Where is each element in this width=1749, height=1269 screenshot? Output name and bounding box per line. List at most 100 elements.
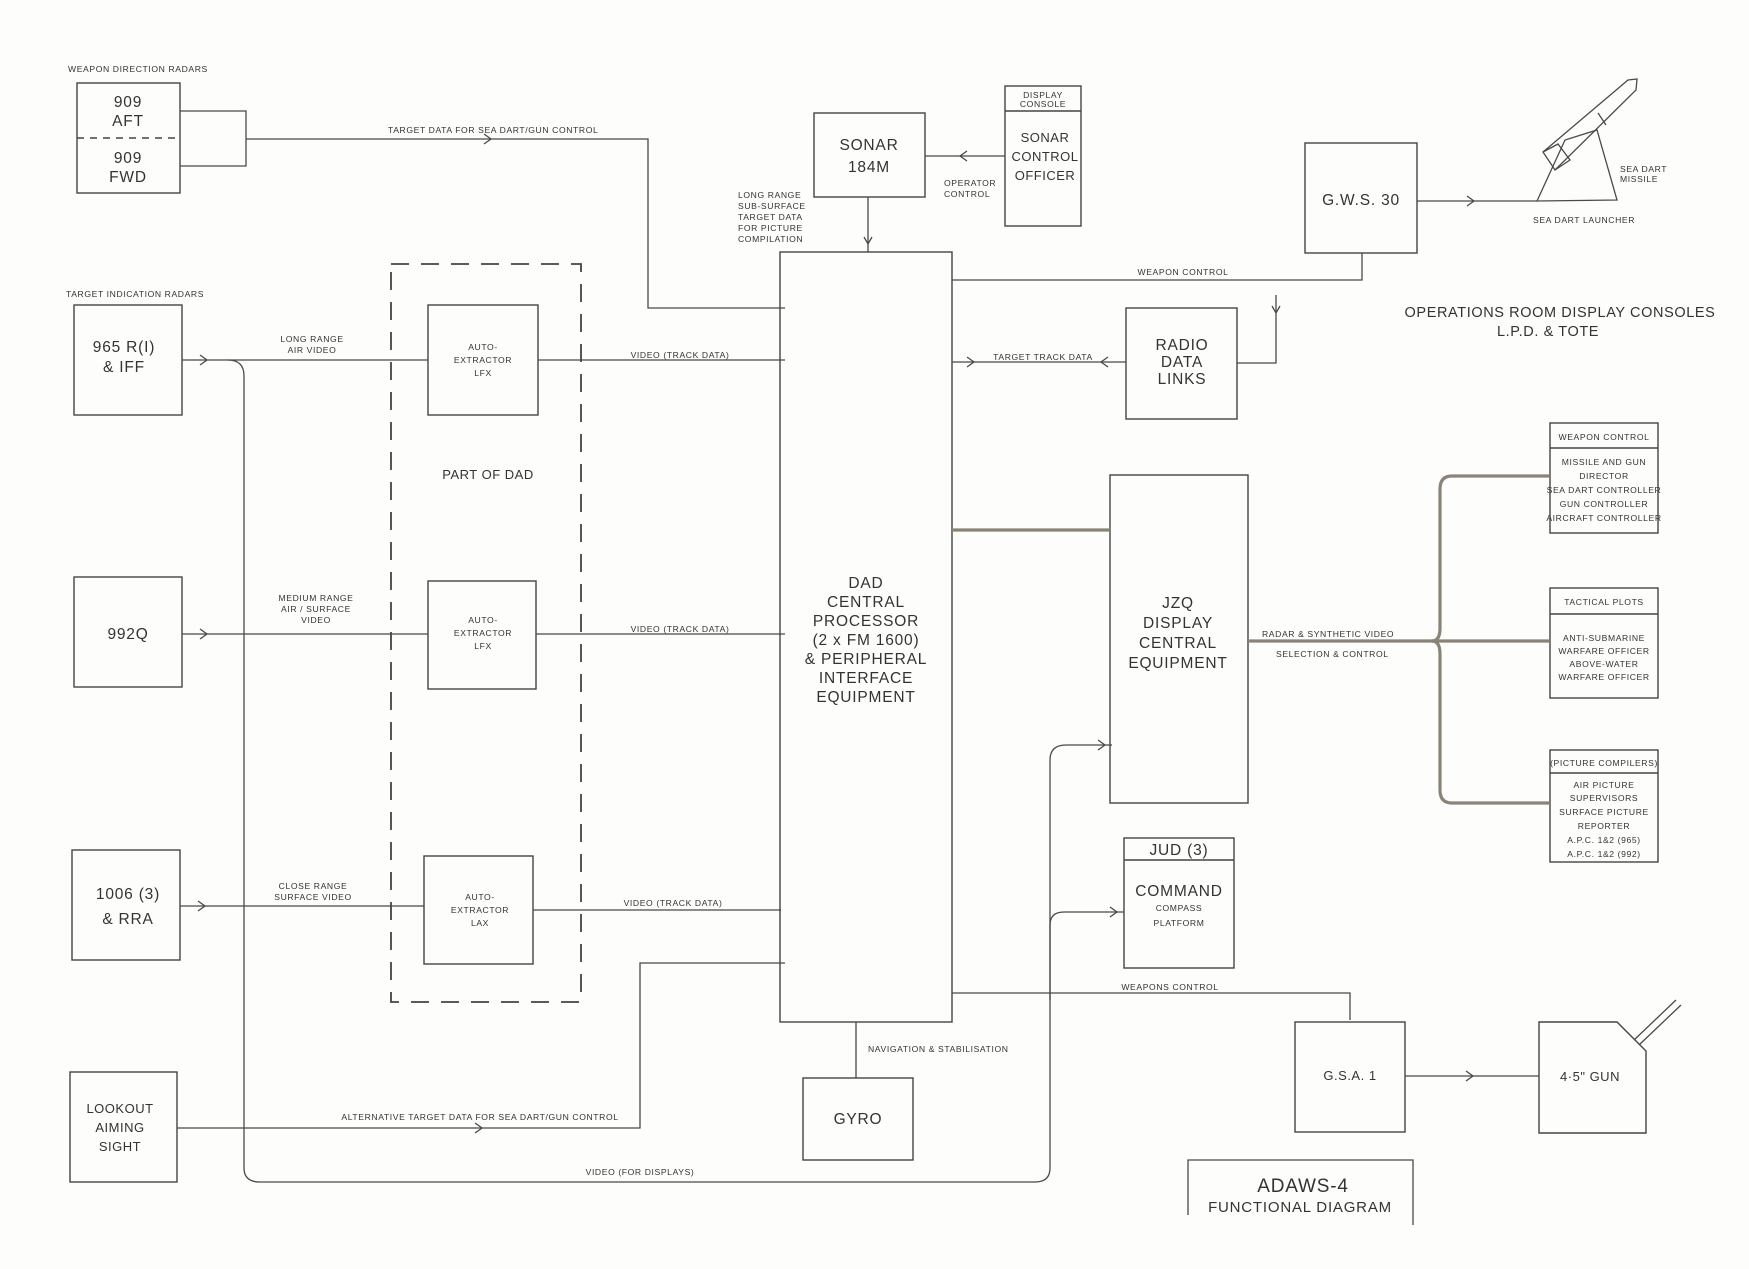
gsa1-block[interactable]: G.S.A. 1 [1294, 1021, 1406, 1133]
picture-console-header: (PICTURE COMPILERS) [1550, 758, 1658, 768]
jud-line2: COMPASS [1156, 903, 1203, 913]
picture-console-line1: AIR PICTURE [1573, 780, 1634, 790]
console-picture-compilers[interactable]: (PICTURE COMPILERS) AIR PICTURE SUPERVIS… [1549, 749, 1659, 863]
gun-barrel-icon [1633, 999, 1682, 1046]
auto-extractor-3[interactable]: AUTO- EXTRACTOR LAX [423, 855, 534, 965]
arrow-icon [958, 150, 968, 162]
target-indication-radars-label: TARGET INDICATION RADARS [66, 289, 204, 299]
video-for-displays-label: VIDEO (FOR DISPLAYS) [586, 1167, 695, 1177]
missile-label-2: MISSILE [1620, 174, 1658, 184]
tactical-console-line2: WARFARE OFFICER [1558, 646, 1649, 656]
radar-992q-line1: 992Q [107, 626, 148, 643]
title-block: ADAWS-4 FUNCTIONAL DIAGRAM [1187, 1159, 1414, 1225]
launcher-label: SEA DART LAUNCHER [1533, 215, 1635, 225]
radar-909-aft-line2: AFT [112, 113, 144, 130]
jud-header: JUD (3) [1150, 842, 1209, 859]
arrow-icon [199, 628, 209, 640]
jzq-line1: JZQ [1162, 595, 1194, 612]
tactical-console-line1: ANTI-SUBMARINE [1563, 633, 1645, 643]
extractor-1-line3: LFX [474, 368, 492, 378]
sonar-officer-line1: SONAR [1021, 130, 1070, 145]
arrow-icon [966, 356, 976, 368]
dad-line7: EQUIPMENT [816, 689, 915, 706]
jzq-display-block[interactable]: JZQ DISPLAY CENTRAL EQUIPMENT [1109, 474, 1249, 804]
display-console-line1: DISPLAY [1023, 90, 1063, 100]
gsa1-line1: G.S.A. 1 [1323, 1068, 1376, 1083]
operator-control-2: CONTROL [944, 189, 990, 199]
gws30-block[interactable]: G.W.S. 30 [1304, 142, 1418, 254]
display-console-line2: CONSOLE [1020, 99, 1066, 109]
track-data-label-2: VIDEO (TRACK DATA) [631, 624, 730, 634]
sonar-184m-block[interactable]: SONAR 184M [813, 112, 926, 198]
sonar-control-console[interactable]: DISPLAY CONSOLE SONAR CONTROL OFFICER [1004, 85, 1082, 227]
radar-909-block[interactable]: 909 AFT 909 FWD [76, 82, 181, 194]
console-tactical-plots[interactable]: TACTICAL PLOTS ANTI-SUBMARINE WARFARE OF… [1549, 587, 1659, 699]
jud-line1: COMMAND [1135, 883, 1222, 900]
radio-data-links-block[interactable]: RADIO DATA LINKS [1125, 307, 1238, 420]
auto-extractor-1[interactable]: AUTO- EXTRACTOR LFX [427, 304, 539, 416]
sonar-label-3: TARGET DATA [738, 212, 803, 222]
close-range-label-2: SURFACE VIDEO [274, 892, 352, 902]
target-data-line [246, 138, 785, 309]
console-weapon-control[interactable]: WEAPON CONTROL MISSILE AND GUN DIRECTOR … [1546, 422, 1661, 534]
gun-line1: 4·5" GUN [1560, 1069, 1620, 1084]
weapon-console-line5: AIRCRAFT CONTROLLER [1546, 513, 1661, 523]
radar-965-block[interactable]: 965 R(I) & IFF [73, 304, 183, 416]
tactical-console-line3: ABOVE-WATER [1569, 659, 1638, 669]
radio-weapon-link [1237, 295, 1277, 364]
extractor-2-line1: AUTO- [468, 615, 498, 625]
radar-992q-block[interactable]: 992Q [73, 576, 183, 688]
track-data-label-1: VIDEO (TRACK DATA) [631, 350, 730, 360]
gun-block[interactable]: 4·5" GUN [1538, 999, 1682, 1134]
extractor-3-line3: LAX [471, 918, 489, 928]
launcher-icon [1535, 129, 1618, 202]
arrow-icon [1097, 739, 1107, 751]
extractor-3-line2: EXTRACTOR [451, 905, 509, 915]
target-data-label: TARGET DATA FOR SEA DART/GUN CONTROL [388, 125, 598, 135]
jzq-line2: DISPLAY [1143, 615, 1213, 632]
medium-range-label-3: VIDEO [301, 615, 331, 625]
extractor-3-line1: AUTO- [465, 892, 495, 902]
radar-1006-line2: & RRA [102, 911, 153, 928]
tactical-console-line4: WARFARE OFFICER [1558, 672, 1649, 682]
lookout-line3: SIGHT [99, 1139, 141, 1154]
gyro-line1: GYRO [834, 1111, 883, 1128]
picture-console-line6: A.P.C. 1&2 (992) [1567, 849, 1640, 859]
909-combiner-line [180, 110, 247, 167]
weapon-console-line2: DIRECTOR [1579, 471, 1629, 481]
extractor-1-line1: AUTO- [468, 342, 498, 352]
ops-room-heading-2: L.P.D. & TOTE [1497, 324, 1599, 340]
picture-console-line4: REPORTER [1578, 821, 1630, 831]
dad-central-processor[interactable]: DAD CENTRAL PROCESSOR (2 x FM 1600) & PE… [779, 251, 953, 1023]
extractor-2-line3: LFX [474, 641, 492, 651]
radar-1006-line1: 1006 (3) [96, 886, 160, 903]
radar-video-label-1: RADAR & SYNTHETIC VIDEO [1262, 629, 1394, 639]
gyro-block[interactable]: GYRO [802, 1077, 914, 1161]
close-range-label-1: CLOSE RANGE [279, 881, 348, 891]
auto-extractor-2[interactable]: AUTO- EXTRACTOR LFX [427, 580, 537, 690]
medium-range-label-2: AIR / SURFACE [281, 604, 351, 614]
radar-909-fwd-line2: FWD [109, 169, 147, 186]
picture-console-line3: SURFACE PICTURE [1559, 807, 1649, 817]
arrow-icon [197, 900, 207, 912]
jud-line3: PLATFORM [1154, 918, 1205, 928]
weapon-control-label: WEAPON CONTROL [1137, 267, 1228, 277]
video-to-jud-line [1049, 911, 1124, 1000]
trunk-to-picture-console [1431, 639, 1549, 805]
arrow-icon [474, 1122, 484, 1134]
radar-965-line2: & IFF [103, 359, 145, 376]
alt-target-data-label: ALTERNATIVE TARGET DATA FOR SEA DART/GUN… [341, 1112, 618, 1122]
operator-control-1: OPERATOR [944, 178, 996, 188]
lookout-sight-block[interactable]: LOOKOUT AIMING SIGHT [69, 1071, 178, 1183]
sonar-officer-line2: CONTROL [1011, 149, 1078, 164]
weapons-control-label: WEAPONS CONTROL [1121, 982, 1218, 992]
weapon-control-line [952, 253, 1363, 281]
radar-909-aft-line1: 909 [114, 94, 142, 111]
arrow-icon [483, 133, 493, 145]
picture-console-line5: A.P.C. 1&2 (965) [1567, 835, 1640, 845]
gws30-line1: G.W.S. 30 [1322, 192, 1400, 209]
part-of-dad-label: PART OF DAD [442, 467, 533, 482]
missile-label-1: SEA DART [1620, 164, 1667, 174]
jud-command-block[interactable]: JUD (3) COMMAND COMPASS PLATFORM [1123, 837, 1235, 969]
radar-1006-block[interactable]: 1006 (3) & RRA [71, 849, 181, 961]
